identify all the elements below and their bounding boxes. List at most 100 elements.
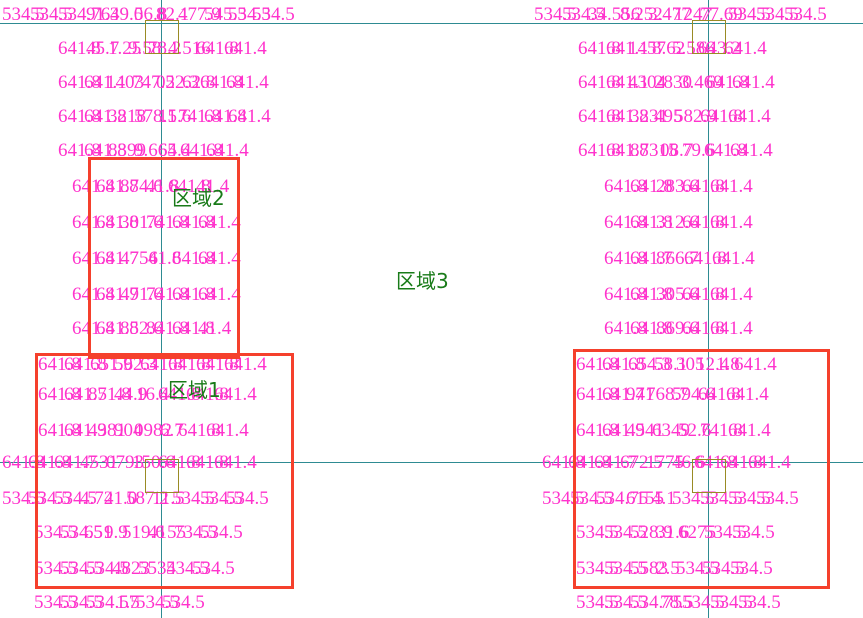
elevation-label: 641.4 — [732, 72, 775, 93]
elevation-label: 741.8 — [178, 106, 221, 127]
elevation-label: 641.8 — [604, 176, 647, 197]
elevation-label: 534.5 — [604, 592, 647, 613]
elevation-label: 0793 — [106, 452, 144, 473]
elevation-label: 4304 — [628, 72, 666, 93]
elevation-label: 5534 — [138, 558, 176, 579]
elevation-label: 2.5 — [656, 558, 680, 579]
elevation-label: 747.5 — [132, 72, 175, 93]
elevation-label: 534.5 — [166, 558, 209, 579]
elevation-label: 6349 — [652, 420, 690, 441]
elevation-label: 150.6 — [132, 452, 175, 473]
elevation-label: 641.8 — [706, 72, 749, 93]
elevation-label: 641.4 — [224, 38, 267, 59]
elevation-label: 641.8 — [682, 212, 725, 233]
elevation-label: 641.4 — [206, 420, 249, 441]
elevation-label: 534.5 — [576, 522, 619, 543]
elevation-label: 49.0 — [110, 4, 144, 25]
elevation-label: 6155 — [626, 488, 664, 509]
region-rectangle-1[interactable] — [88, 157, 240, 359]
elevation-label: 641.8 — [602, 354, 645, 375]
elevation-label: 641.7 — [96, 284, 139, 305]
grid-node-marker-1[interactable] — [145, 20, 179, 54]
elevation-label: 8.62 — [652, 38, 686, 59]
grid-node-marker-2[interactable] — [145, 459, 179, 493]
elevation-label: 534.5 — [136, 592, 179, 613]
elevation-label: 3.477 — [648, 4, 691, 25]
elevation-label: 79.6 — [682, 140, 716, 161]
elevation-label: 4381 — [88, 420, 126, 441]
elevation-label: 641.1 — [606, 72, 649, 93]
elevation-label: 641.8 — [84, 106, 127, 127]
elevation-label: 78.5 — [660, 592, 694, 613]
region-rectangle-2[interactable] — [35, 353, 294, 589]
elevation-label: 5583 — [630, 558, 668, 579]
elevation-label: 641.7 — [594, 452, 637, 473]
elevation-label: 904 — [114, 420, 143, 441]
elevation-label: 6.7 — [160, 420, 184, 441]
elevation-label: 641.9 — [602, 420, 645, 441]
elevation-label: 734.5 — [174, 522, 217, 543]
elevation-label: 46.6 — [672, 452, 706, 473]
elevation-label: 641.8 — [168, 354, 211, 375]
elevation-label: 2830 — [654, 72, 692, 93]
elevation-label: 77.69 — [700, 4, 743, 25]
elevation-label: 641.8 — [684, 248, 727, 269]
elevation-label: 641.8 — [168, 176, 211, 197]
elevation-label: 534.5 — [200, 488, 243, 509]
elevation-label: 534.5 — [570, 488, 613, 509]
elevation-label: 534.5 — [60, 558, 103, 579]
elevation-label: 562.3 — [114, 354, 157, 375]
elevation-label: 1457 — [628, 38, 666, 59]
elevation-label: 8.252 — [620, 4, 663, 25]
elevation-label: 87315 — [630, 140, 678, 161]
elevation-label: 8399 — [108, 140, 146, 161]
grid-vertical-line-1 — [161, 0, 162, 618]
grid-node-marker-3[interactable] — [692, 20, 726, 54]
region-rectangle-4[interactable] — [573, 349, 830, 589]
elevation-label: 6275 — [678, 522, 716, 543]
grid-node-marker-4[interactable] — [692, 459, 726, 493]
elevation-label: 641.8 — [172, 248, 215, 269]
elevation-label: 3.469 — [680, 72, 723, 93]
elevation-label: 534.5 — [676, 558, 719, 579]
elevation-label: 534.75 — [596, 488, 649, 509]
elevation-label: 641.8 — [578, 140, 621, 161]
elevation-label: 641.8 — [96, 212, 139, 233]
elevation-label: 641.8 — [172, 284, 215, 305]
elevation-label: 641.4 — [198, 248, 241, 269]
elevation-label: 641.8 — [140, 354, 183, 375]
elevation-label: 477.9 — [178, 4, 221, 25]
elevation-label: 641.8 — [578, 38, 621, 59]
elevation-label: 641.8 — [58, 106, 101, 127]
elevation-label: 534.5 — [252, 4, 295, 25]
elevation-label: 641.8 — [604, 212, 647, 233]
elevation-label: 4531 — [80, 452, 118, 473]
elevation-label: 641.4 — [710, 318, 753, 339]
region-label-1: 区域2 — [172, 186, 225, 210]
elevation-label: 641.4 — [198, 284, 241, 305]
elevation-label: 534.5 — [34, 558, 77, 579]
elevation-label: 641.4 — [214, 384, 257, 405]
elevation-label: 3231 — [630, 106, 668, 127]
elevation-label: 641.8 — [84, 140, 127, 161]
elevation-label: 641.8 — [720, 452, 763, 473]
elevation-label: 654.3 — [628, 354, 671, 375]
elevation-label: 641.8 — [606, 140, 649, 161]
elevation-label: 41.4 — [198, 318, 232, 339]
elevation-label: 528.9 — [630, 522, 673, 543]
elevation-label: 641.4 — [206, 140, 249, 161]
elevation-label: 305 — [676, 354, 705, 375]
elevation-label: 1.25 — [108, 38, 142, 59]
elevation-label: 641.8 — [64, 354, 107, 375]
elevation-label: 641.8 — [38, 354, 81, 375]
elevation-label: 301.6 — [120, 212, 163, 233]
elevation-label: 641.4 — [728, 420, 771, 441]
elevation-label: 1775 — [646, 452, 684, 473]
